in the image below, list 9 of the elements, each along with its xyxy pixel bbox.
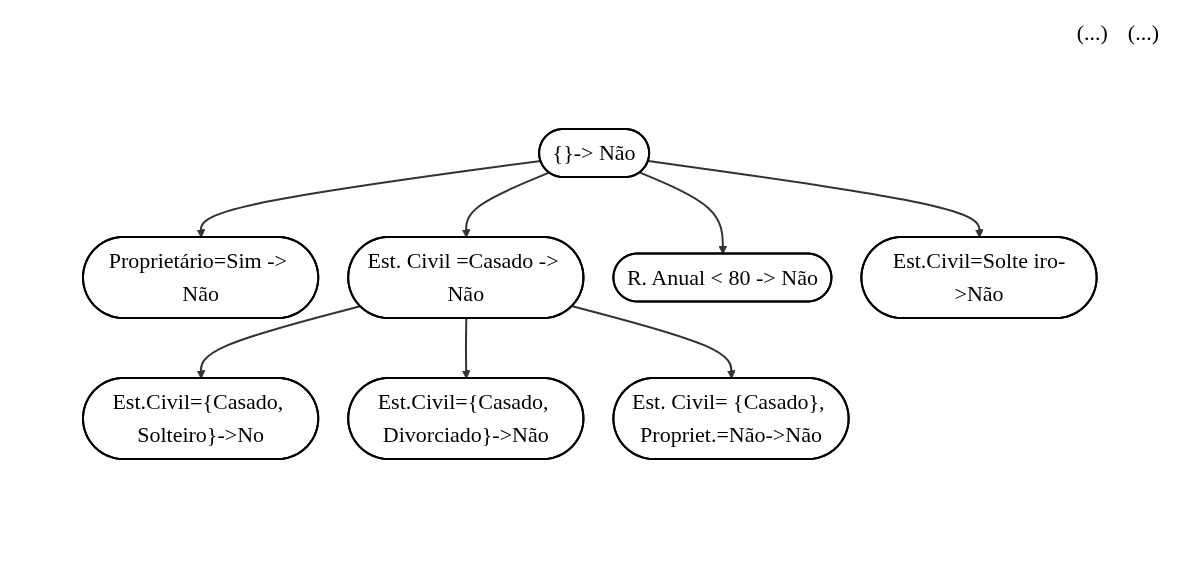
arrow (461, 171, 550, 238)
ellipsis-note: (...) (1076, 20, 1108, 46)
arrow (196, 304, 361, 379)
arrow (461, 317, 471, 379)
arrow (196, 159, 542, 238)
arrow (638, 171, 727, 254)
arrow (571, 304, 736, 379)
ellipsis-note: (...) (1127, 20, 1159, 46)
arrow (647, 159, 984, 238)
